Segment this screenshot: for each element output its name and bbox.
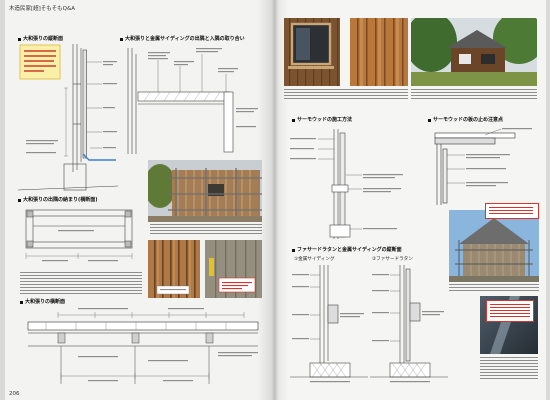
photo-window-siding (284, 18, 340, 86)
subtitle-facade-lattice: ②ファサードラタン (372, 257, 413, 262)
wall-layers (18, 44, 118, 191)
photo-caption-lines (284, 89, 408, 99)
base-flashing (82, 153, 116, 161)
vertical-section-drawing (18, 44, 118, 191)
photo-house-exterior (411, 18, 537, 86)
photo-scaffolded-house (148, 160, 262, 222)
outside-corner-drawing (25, 209, 133, 262)
drawing-labels (466, 128, 532, 187)
drawing-labels (26, 61, 117, 154)
thermowood-install-drawing (290, 129, 403, 239)
plan-outline (25, 209, 133, 249)
metal-siding-figure (290, 265, 368, 389)
label-leaders (390, 274, 400, 342)
drawing-labels (78, 308, 258, 382)
house-construction-image (449, 210, 539, 282)
label-leaders (310, 274, 320, 340)
photo-caption-lines (411, 89, 537, 99)
house-exterior-image (411, 18, 537, 86)
foundation-hatch (311, 362, 347, 378)
section-title-facade-section: ファサードラタンと金属サイディングの縦断面 (292, 247, 402, 253)
wall-layers (290, 265, 368, 378)
photo-caption-lines (150, 224, 262, 234)
drawing-labels (372, 274, 444, 383)
thermowood-planks-image (350, 18, 408, 86)
lintel-hatch (143, 91, 221, 102)
photo-caption-lines (449, 284, 539, 291)
dimension-line (25, 253, 133, 259)
window-siding-image (284, 18, 340, 86)
label-leaders (318, 138, 362, 230)
thermowood-install-figure (288, 125, 422, 243)
stud-blocks (57, 332, 214, 344)
foundation-hatch (391, 362, 427, 378)
label-leaders (157, 54, 227, 92)
thermowood-fixing-figure (425, 125, 540, 207)
photo-house-construction (449, 210, 539, 282)
metal-siding-drawing (290, 265, 368, 383)
body-text-lines (20, 272, 142, 294)
wall-layers (370, 265, 448, 378)
facade-lattice-figure (370, 265, 448, 389)
callout-text-lines (490, 304, 530, 317)
section-title-thermowood-fixing: サーモウッドの板の止め注意点 (428, 117, 503, 123)
facade-lattice-drawing (370, 265, 448, 383)
horizontal-section-figure (18, 306, 264, 388)
book-gutter-shadow (258, 0, 288, 400)
page-number: 206 (9, 391, 20, 397)
label-leaders (87, 61, 102, 149)
wall-detail-image (205, 240, 262, 298)
photo-wall-detail (205, 240, 262, 298)
corner-posts (26, 210, 132, 248)
wood-planks-image (148, 240, 200, 298)
drawing-labels (290, 138, 403, 230)
photo-wood-planks (148, 240, 200, 298)
subtitle-metal-siding: ①金属サイディング (294, 257, 335, 262)
section-title-horizontal-section: 大和張りの横断面 (20, 299, 65, 305)
drawing-labels (42, 230, 118, 262)
wall-strip (27, 321, 259, 347)
bottom-dimension (60, 373, 210, 379)
wall-layers (329, 129, 351, 239)
note-callout (19, 44, 61, 80)
section-title-thermowood-install: サーモウッドの施工方法 (292, 117, 352, 123)
eave-detail (434, 132, 516, 205)
photo-caption-lines (480, 357, 538, 379)
red-callout-box (485, 203, 539, 219)
callout-text-lines (489, 207, 533, 214)
section-title-outside-corner: 大和張りの出隅の納まり(横断面) (18, 197, 98, 203)
running-title: 木造民家[超]そもそもQ&A (9, 6, 76, 12)
thermowood-fixing-drawing (434, 128, 532, 205)
top-dimension (57, 312, 245, 318)
section-title-vertical-section: 大和張りの縦断面 (18, 36, 63, 42)
drawing-labels (292, 274, 364, 383)
scaffolded-house-image (148, 160, 262, 222)
wall-lines (127, 48, 234, 154)
board-joints (45, 322, 227, 330)
corner-junction-drawing (127, 48, 258, 154)
label-leaders (447, 128, 502, 184)
red-callout-box (486, 300, 534, 322)
drawing-labels (148, 48, 258, 128)
horizontal-section-drawing (27, 308, 259, 384)
photo-thermowood-planks (350, 18, 408, 86)
corner-junction-figure (118, 44, 268, 156)
dimension-line (64, 87, 68, 157)
section-title-corner-junction: 大和張りと金属サイディングの出隅と入隅の取り合い (120, 36, 245, 42)
vertical-section-figure (18, 44, 118, 194)
outside-corner-figure (18, 206, 144, 268)
